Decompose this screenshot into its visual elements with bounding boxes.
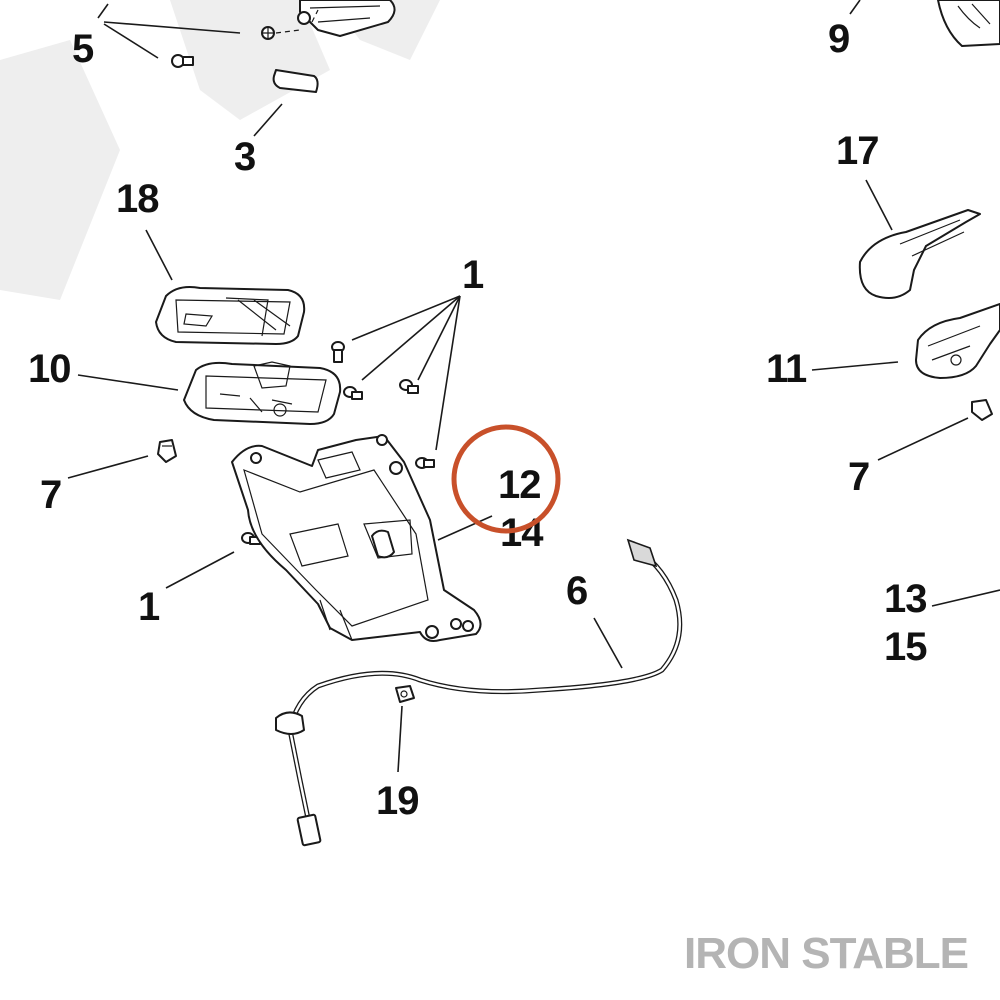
part-5-screw-b — [171, 54, 194, 68]
leader-19 — [397, 705, 403, 773]
background-mark — [0, 0, 440, 300]
leader-5-top — [97, 3, 109, 19]
part-1-screw-d — [415, 457, 435, 469]
leader-12-14 — [437, 515, 493, 541]
leader-1-a — [351, 295, 461, 341]
callout-7-right: 7 — [848, 455, 869, 499]
watermark-text: IRON STABLE — [684, 929, 968, 978]
callout-1-left: 1 — [138, 585, 160, 629]
part-6-cable — [275, 538, 683, 847]
leader-10 — [77, 374, 179, 391]
highlight-circle — [451, 424, 561, 534]
leader-17 — [865, 179, 893, 231]
part-18-cover — [155, 286, 306, 345]
leader-7-left — [67, 455, 149, 479]
leader-7-right — [877, 417, 969, 461]
leader-5-low — [103, 23, 159, 59]
part-10-tray — [183, 361, 342, 425]
callout-5: 5 — [72, 27, 94, 71]
part-5-screw-a — [261, 26, 275, 40]
leader-1-b — [361, 295, 461, 381]
part-7-clip-right — [971, 399, 993, 421]
callout-6: 6 — [566, 569, 587, 613]
leader-1-e — [165, 551, 235, 589]
leader-3 — [253, 103, 283, 137]
part-1-screw-c — [399, 379, 419, 394]
callout-18: 18 — [116, 177, 159, 221]
part-1-screw-b — [343, 386, 363, 400]
part-9-housing — [937, 0, 1000, 47]
assembly-dash-line — [275, 9, 319, 34]
leader-9 — [849, 0, 861, 15]
part-17-cover — [858, 209, 981, 299]
part-11-tray — [915, 303, 1000, 379]
leader-13-15 — [931, 589, 1000, 607]
callout-15: 15 — [884, 625, 927, 669]
part-12-main-housing — [231, 434, 482, 642]
part-1-screw-a — [331, 341, 345, 363]
part-3-pad — [272, 69, 319, 93]
callout-11: 11 — [766, 347, 807, 391]
leader-1-d — [435, 295, 461, 451]
callout-7-left: 7 — [40, 473, 61, 517]
callout-3: 3 — [234, 135, 255, 179]
callout-12: 12 — [498, 463, 541, 507]
callout-9: 9 — [828, 17, 849, 61]
part-19-fastener — [395, 685, 415, 703]
leader-6 — [593, 617, 623, 669]
leader-11 — [811, 361, 899, 371]
callout-19: 19 — [376, 779, 419, 823]
part-1-screw-e — [241, 532, 261, 545]
callout-10: 10 — [28, 347, 71, 391]
callout-13: 13 — [884, 577, 927, 621]
part-7-clip-left — [157, 439, 177, 463]
leader-1-c — [417, 295, 461, 381]
callout-1-top: 1 — [462, 253, 484, 297]
leader-5-mid — [103, 21, 241, 34]
callout-17: 17 — [836, 129, 879, 173]
background-mark-shape — [0, 40, 120, 300]
part-upper-bracket — [297, 0, 396, 37]
leader-18 — [145, 229, 173, 281]
